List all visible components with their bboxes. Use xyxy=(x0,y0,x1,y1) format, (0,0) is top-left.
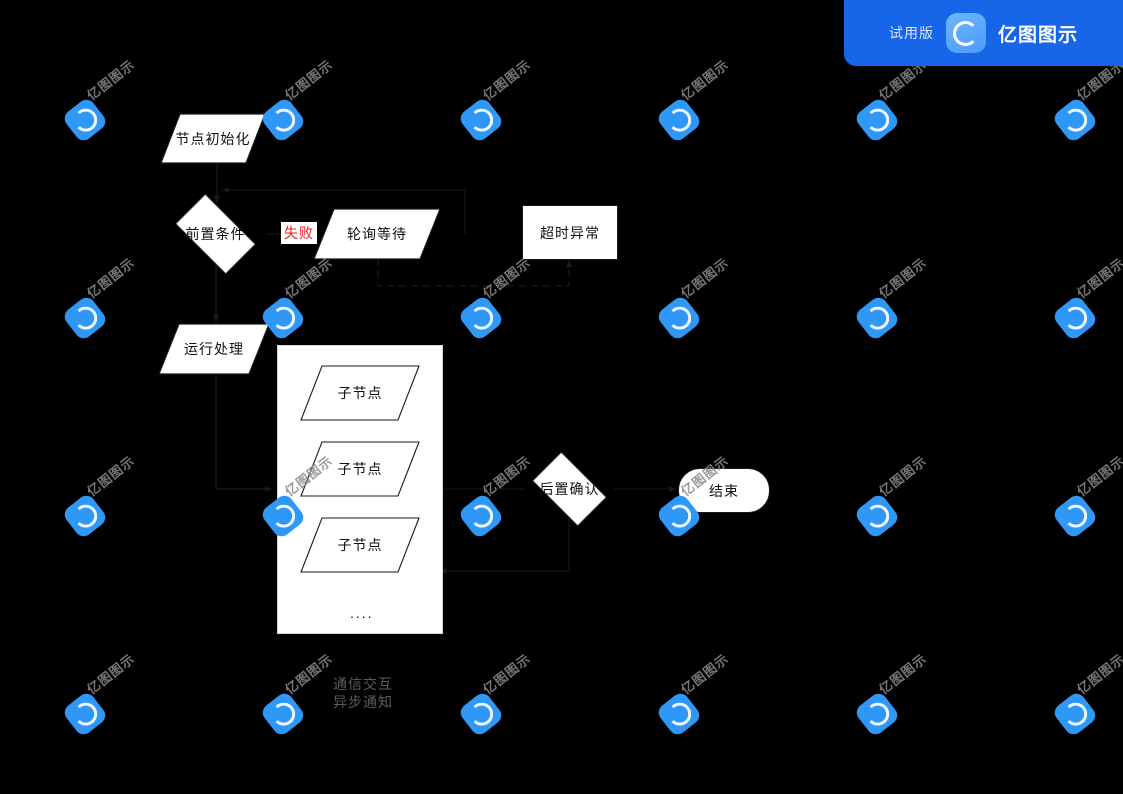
node-label: 后置确认 xyxy=(539,481,600,497)
parallelogram-shape xyxy=(313,208,441,260)
node-precheck[interactable]: 前置条件 xyxy=(165,193,266,275)
node-label: 子节点 xyxy=(337,461,383,477)
node-label: 结束 xyxy=(709,482,739,499)
note-communication: 通信交互 xyxy=(333,676,393,692)
node-label: 超时异常 xyxy=(540,224,600,241)
trial-badge[interactable]: 试用版 亿图图示 xyxy=(844,0,1123,66)
edge-label-fail: 失败 xyxy=(281,222,317,244)
brand-name: 亿图图示 xyxy=(997,24,1078,46)
node-child-3[interactable]: 子节点 xyxy=(300,517,420,573)
parallelogram-shape xyxy=(160,113,266,164)
node-postcheck[interactable]: 后置确认 xyxy=(524,451,615,527)
node-label: 轮询等待 xyxy=(347,226,407,242)
node-label: 子节点 xyxy=(337,385,383,401)
note-async: 异步通知 xyxy=(333,694,393,710)
node-label: 节点初始化 xyxy=(175,130,251,147)
edraw-logo-icon xyxy=(945,13,986,53)
node-end[interactable]: 结束 xyxy=(678,468,770,513)
trial-label: 试用版 xyxy=(888,25,934,41)
group-more-label: .... xyxy=(350,605,374,621)
node-run-process[interactable]: 运行处理 xyxy=(158,323,270,375)
node-node-init[interactable]: 节点初始化 xyxy=(160,113,266,164)
parallelogram-shape xyxy=(158,323,270,375)
node-label: 前置条件 xyxy=(185,226,246,242)
node-timeout-exception[interactable]: 超时异常 xyxy=(522,205,618,260)
parallelogram-shape xyxy=(300,441,420,497)
node-label: 运行处理 xyxy=(184,341,244,357)
parallelogram-shape xyxy=(300,365,420,421)
node-child-1[interactable]: 子节点 xyxy=(300,365,420,421)
node-label: 子节点 xyxy=(337,537,383,553)
logo-glyph xyxy=(953,20,979,46)
node-child-2[interactable]: 子节点 xyxy=(300,441,420,497)
parallelogram-shape xyxy=(300,517,420,573)
node-poll-wait[interactable]: 轮询等待 xyxy=(313,208,441,260)
